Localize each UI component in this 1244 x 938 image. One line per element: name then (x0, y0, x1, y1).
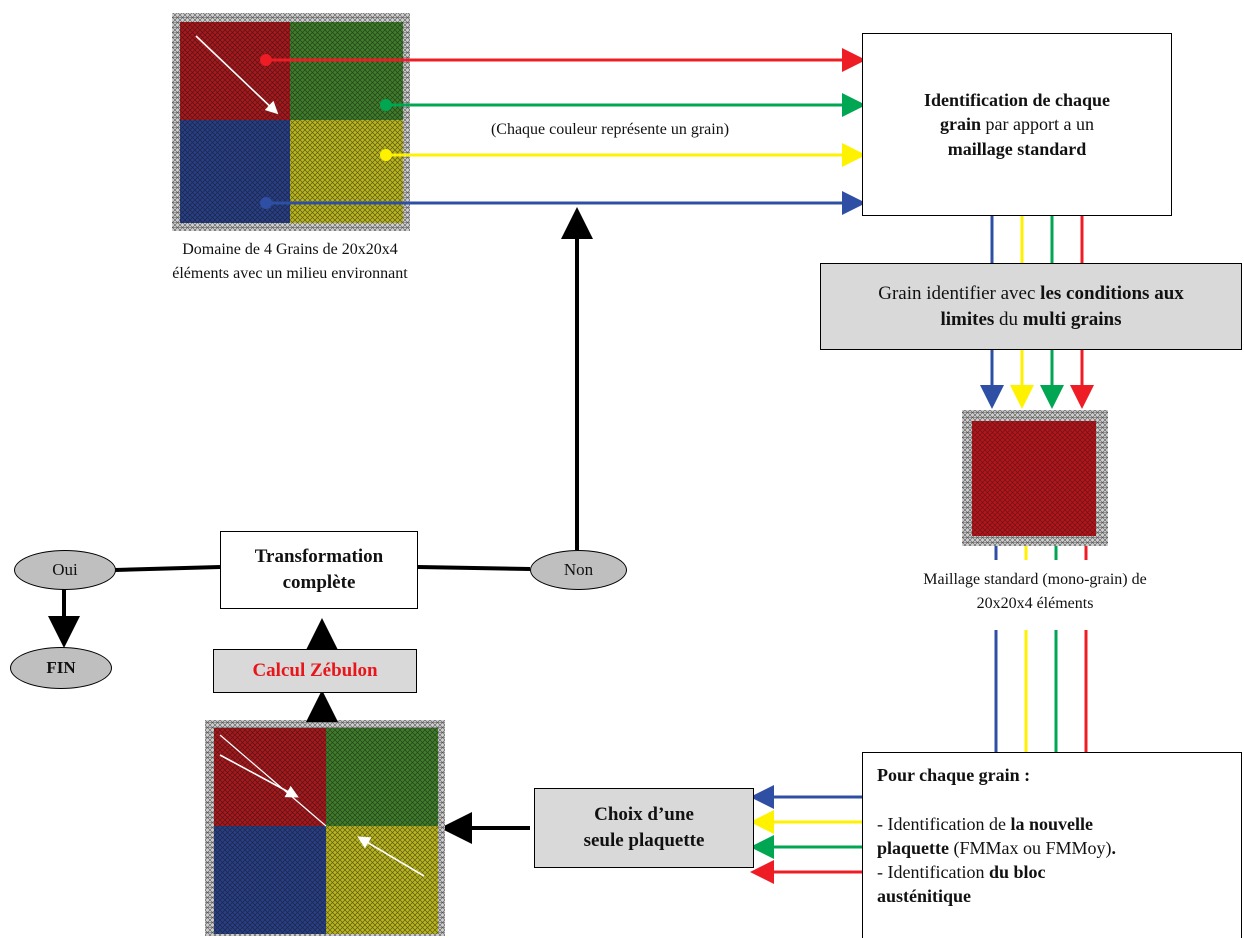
boundary-bold2: limites (940, 308, 995, 330)
choice-line2: seule plaquette (583, 830, 705, 851)
connector-pergrain-choice (750, 785, 862, 884)
top-mesh-caption-line1: Domaine de 4 Grains de 20x20x4 (182, 241, 398, 258)
per-grain-item1-normal2: (FMMax ou FMMoy) (949, 837, 1112, 858)
transformation-box: Transformation complète (220, 531, 418, 609)
calcul-zebulon-label: Calcul Zébulon (252, 660, 378, 682)
transformation-line1: Transformation (254, 546, 384, 568)
boundary-normal1: Grain identifier avec (878, 282, 1041, 304)
top-mesh-caption: Domaine de 4 Grains de 20x20x4 éléments … (120, 238, 460, 286)
grain-arrows-top (260, 48, 866, 215)
line-transformation-oui (114, 565, 221, 572)
per-grain-item1-normal: - Identification de (877, 813, 1011, 834)
choice-line1: Choix d’une (594, 804, 694, 826)
ident-bold1: Identification de chaque (923, 90, 1110, 111)
ident-bold3: maillage standard (947, 138, 1087, 159)
connector-ident-boundary (990, 216, 1084, 263)
mono-mesh-caption-line1: Maillage standard (mono-grain) de (923, 571, 1147, 588)
four-grain-mesh-bottom (205, 720, 445, 936)
per-grain-title: Pour chaque grain : (877, 765, 1031, 785)
fin-node: FIN (10, 647, 112, 689)
identification-box: Identification de chaque grain par appor… (862, 33, 1172, 216)
line-transformation-non (417, 565, 531, 571)
mono-mesh-caption-line2: 20x20x4 éléments (976, 595, 1094, 612)
transformation-line2: complète (282, 572, 356, 593)
per-grain-item2-bold: du bloc (988, 862, 1046, 883)
color-note: (Chaque couleur représente un grain) (430, 118, 790, 142)
connector-boundary-mono (980, 350, 1094, 409)
calcul-zebulon-box: Calcul Zébulon (213, 649, 417, 693)
boundary-normal2: du (994, 308, 1023, 330)
boundary-conditions-box: Grain identifier avec les conditions aux… (820, 263, 1242, 350)
ident-bold2: grain (940, 114, 982, 135)
boundary-bold3: multi grains (1022, 308, 1122, 330)
top-mesh-caption-line2: éléments avec un milieu environnant (172, 265, 408, 282)
boundary-bold1: les conditions aux (1040, 282, 1184, 304)
per-grain-box: Pour chaque grain : - Identification de … (862, 752, 1242, 938)
per-grain-item1-bold2: plaquette (877, 837, 949, 858)
per-grain-item2-bold2: austénitique (877, 886, 972, 907)
oui-node: Oui (14, 550, 116, 590)
connector-mono-pergrain (994, 630, 1088, 752)
per-grain-item1-bold: la nouvelle (1010, 813, 1093, 834)
non-node: Non (530, 550, 627, 590)
mono-grain-mesh (962, 410, 1108, 546)
ident-normal1: par apport a un (981, 114, 1094, 135)
four-grain-mesh-top (172, 13, 410, 231)
mono-mesh-caption: Maillage standard (mono-grain) de 20x20x… (860, 568, 1210, 616)
per-grain-item2-normal: - Identification (877, 862, 989, 883)
stubs-below-mono (994, 546, 1088, 560)
choice-box: Choix d’une seule plaquette (534, 788, 754, 868)
per-grain-item1-end: . (1111, 837, 1117, 858)
